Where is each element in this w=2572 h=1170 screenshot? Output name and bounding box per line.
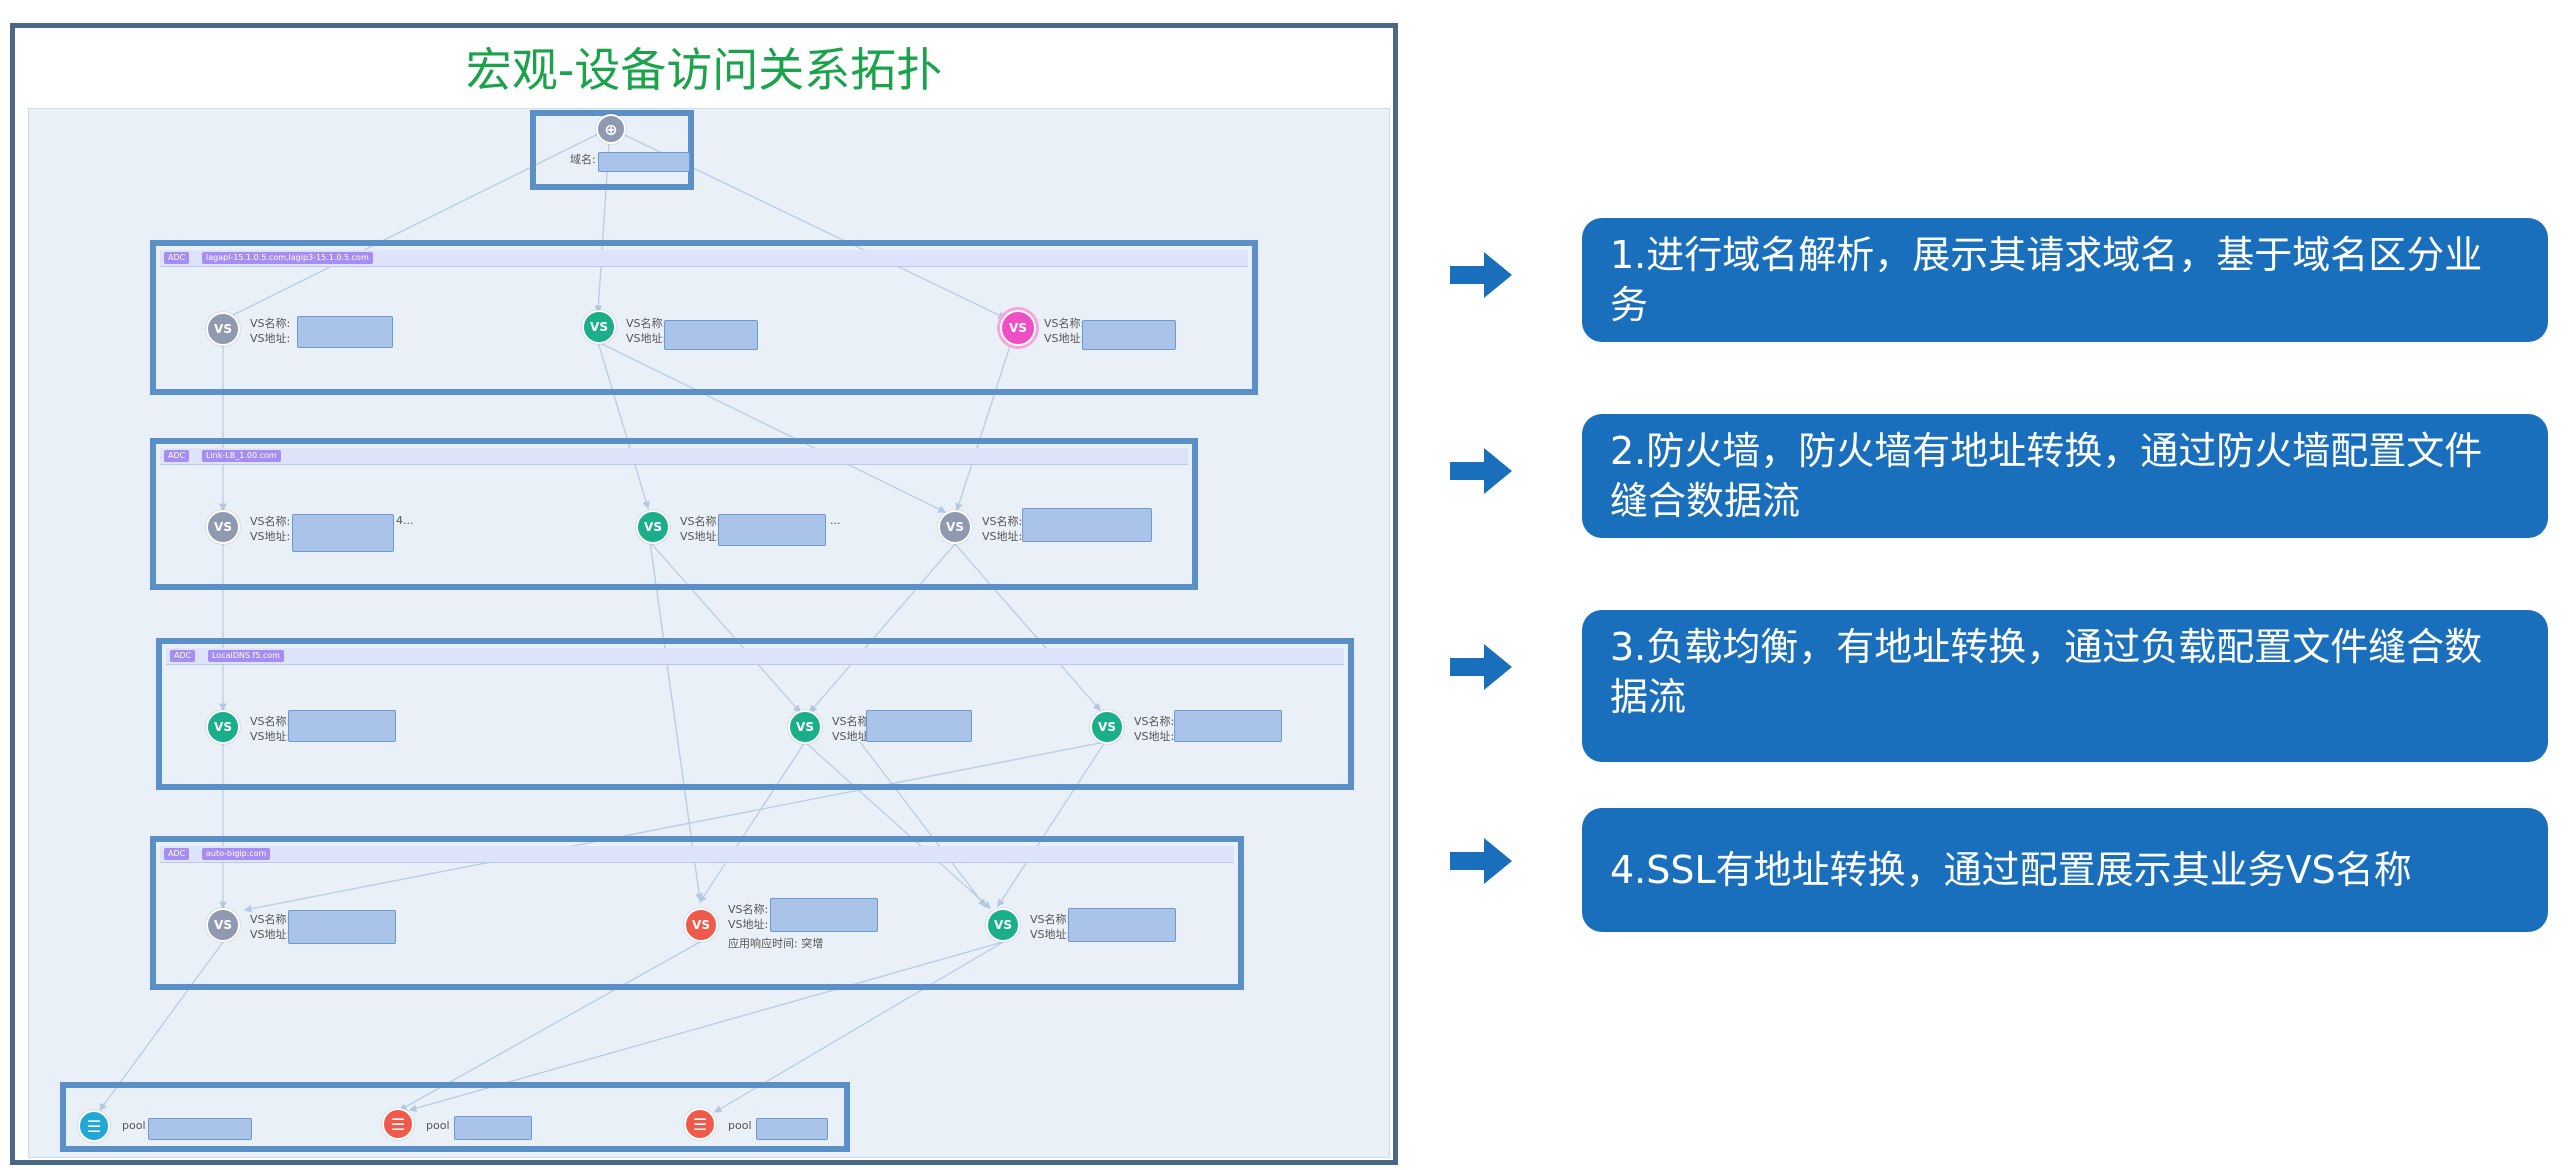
- vs-node[interactable]: VS: [206, 710, 240, 744]
- vs-addr-label: VS地址:: [250, 332, 291, 345]
- callout-firewall: 2.防火墙，防火墙有地址转换，通过防火墙配置文件缝合数据流: [1582, 414, 2548, 538]
- arrow-right-icon: [1450, 448, 1512, 494]
- vs-addr-label: VS地址:: [250, 730, 291, 743]
- vs-name-label: VS名称:: [1134, 715, 1175, 728]
- vs-addr-label: VS地址:: [1030, 928, 1071, 941]
- vs-node[interactable]: VS: [582, 310, 616, 344]
- vs-redacted: [770, 898, 878, 932]
- vs-addr-label: VS地址:: [626, 332, 667, 345]
- pool-label: pool: [426, 1119, 450, 1132]
- arrow-right-icon: [1450, 644, 1512, 690]
- callout-domain-resolution: 1.进行域名解析，展示其请求域名，基于域名区分业务: [1582, 218, 2548, 342]
- pool-redacted: [148, 1118, 252, 1140]
- vs-node[interactable]: VS: [986, 908, 1020, 942]
- adc-badge: ADC: [164, 252, 190, 264]
- adc-badge: ADC: [164, 450, 190, 462]
- vs-node[interactable]: VS: [938, 510, 972, 544]
- domain-redacted: [598, 152, 690, 172]
- vs-name-label: VS名称:: [832, 715, 873, 728]
- adc-badge: ADC: [170, 650, 196, 662]
- vs-redacted: [1068, 908, 1176, 942]
- adc-group-3: ADC LocalDNS.f5.com: [156, 638, 1354, 790]
- adc-group-2: ADC Link-LB_1.00.com: [150, 438, 1198, 590]
- vs-addr-label: VS地址:: [832, 730, 873, 743]
- vs-redacted: [866, 710, 972, 742]
- vs-node[interactable]: VS: [636, 510, 670, 544]
- vs-name-label: VS名称:: [1044, 317, 1085, 330]
- pool-group: [60, 1082, 850, 1152]
- pool-server-icon[interactable]: ☰: [78, 1110, 110, 1142]
- vs-name-label: VS名称:: [250, 913, 291, 926]
- pool-redacted: [756, 1118, 828, 1140]
- vs-redacted: [1174, 710, 1282, 742]
- vs-name-label: VS名称:: [626, 317, 667, 330]
- group-name: Link-LB_1.00.com: [202, 450, 281, 462]
- vs-ellipsis-text: ...: [830, 514, 841, 527]
- domain-node-box: [530, 110, 694, 190]
- vs-redacted: [292, 514, 394, 552]
- vs-addr-label: VS地址:: [1044, 332, 1085, 345]
- pool-redacted: [454, 1116, 532, 1140]
- vs-redacted: [288, 710, 396, 742]
- vs-node[interactable]: VS: [684, 908, 718, 942]
- arrow-right-icon: [1450, 838, 1512, 884]
- vs-redacted: [1022, 508, 1152, 542]
- vs-node[interactable]: VS: [206, 510, 240, 544]
- pool-server-icon[interactable]: ☰: [684, 1108, 716, 1140]
- vs-node[interactable]: VS: [206, 312, 240, 346]
- vs-node[interactable]: VS: [206, 908, 240, 942]
- group-name: lagapl-15.1.0.5.com,lagip3-15.1.0.5.com: [202, 252, 373, 264]
- group-name: auto-bigip.com: [202, 848, 271, 860]
- vs-name-label: VS名称:: [250, 515, 291, 528]
- vs-addr-label: VS地址:: [728, 918, 769, 931]
- pool-server-icon[interactable]: ☰: [382, 1108, 414, 1140]
- globe-icon[interactable]: ⊕: [596, 114, 626, 144]
- vs-redacted: [1082, 320, 1176, 350]
- vs-redacted: [297, 316, 393, 348]
- adc-group-4: ADC auto-bigip.com: [150, 836, 1244, 990]
- vs-name-label: VS名称:: [250, 317, 291, 330]
- pool-label: pool: [728, 1119, 752, 1132]
- vs-truncated-text: 4...: [396, 514, 414, 527]
- group-name: LocalDNS.f5.com: [208, 650, 285, 662]
- vs-addr-label: VS地址:: [250, 530, 291, 543]
- adc-group-1: ADC lagapl-15.1.0.5.com,lagip3-15.1.0.5.…: [150, 240, 1258, 395]
- vs-addr-label: VS地址:: [1134, 730, 1175, 743]
- arrow-right-icon: [1450, 252, 1512, 298]
- vs-addr-label: VS地址:: [680, 530, 721, 543]
- vs-redacted: [288, 910, 396, 944]
- vs-node[interactable]: VS: [1000, 310, 1036, 346]
- app-response-time: 应用响应时间: 突增: [728, 937, 824, 950]
- diagram-title: 宏观-设备访问关系拓扑: [465, 43, 943, 97]
- callout-ssl: 4.SSL有地址转换，通过配置展示其业务VS名称: [1582, 808, 2548, 932]
- vs-redacted: [718, 514, 826, 546]
- vs-addr-label: VS地址:: [982, 530, 1023, 543]
- vs-node[interactable]: VS: [1090, 710, 1124, 744]
- vs-addr-label: VS地址:: [250, 928, 291, 941]
- vs-name-label: VS名称:: [1030, 913, 1071, 926]
- callout-load-balancer: 3.负载均衡，有地址转换，通过负载配置文件缝合数据流: [1582, 610, 2548, 762]
- vs-redacted: [664, 320, 758, 350]
- vs-name-label: VS名称:: [680, 515, 721, 528]
- adc-badge: ADC: [164, 848, 190, 860]
- vs-name-label: VS名称:: [982, 515, 1023, 528]
- vs-node[interactable]: VS: [788, 710, 822, 744]
- pool-label: pool: [122, 1119, 146, 1132]
- vs-name-label: VS名称:: [250, 715, 291, 728]
- vs-name-label: VS名称:: [728, 903, 769, 916]
- domain-label: 域名:: [570, 153, 596, 166]
